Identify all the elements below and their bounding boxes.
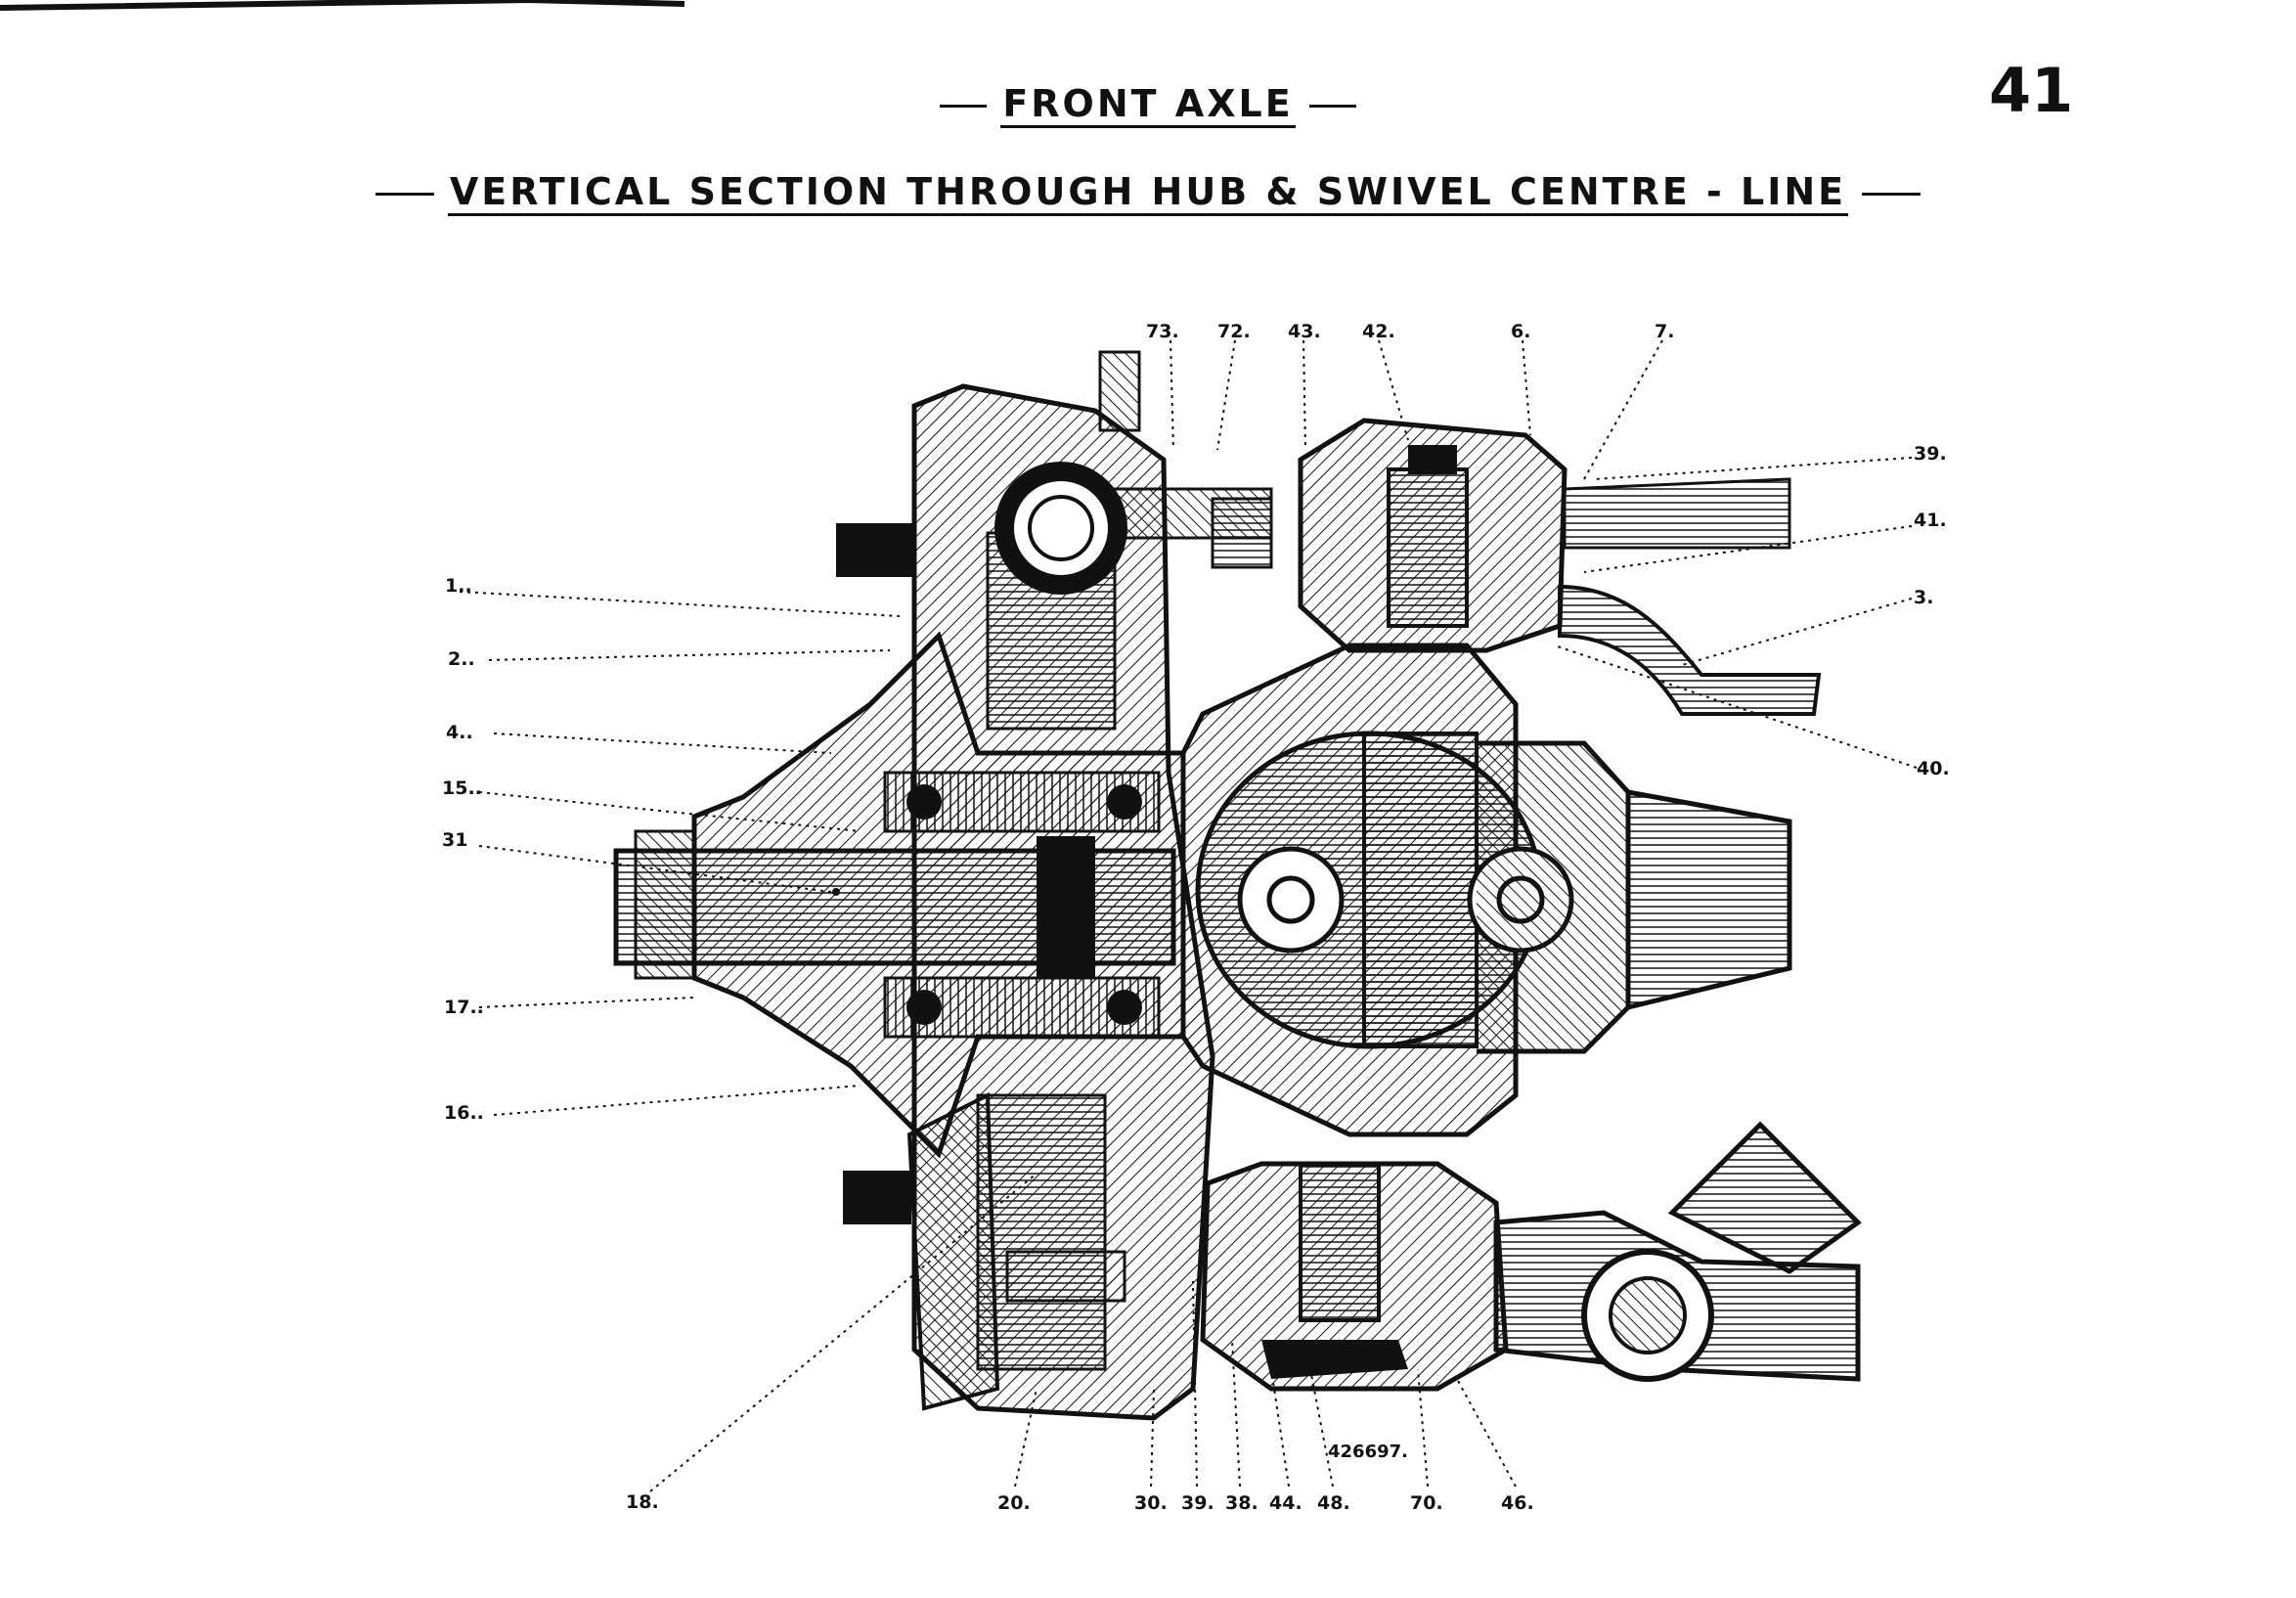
callout-16: 16.. xyxy=(444,1102,484,1124)
callout-30: 30. xyxy=(1134,1492,1168,1514)
callout-39-right: 39. xyxy=(1914,443,1947,465)
scan-edge-mark xyxy=(0,0,685,11)
callout-1: 1.. xyxy=(445,575,472,597)
callout-18: 18. xyxy=(626,1491,659,1513)
callout-20: 20. xyxy=(997,1492,1031,1514)
universal-joint xyxy=(1195,731,1631,1054)
page-number: 41 xyxy=(1989,55,2074,126)
callout-2: 2.. xyxy=(448,648,475,670)
callout-41: 41. xyxy=(1914,510,1947,531)
hub-bearing xyxy=(883,771,1161,1039)
upper-swivel-pin xyxy=(1298,418,1567,653)
callout-72: 72. xyxy=(1217,321,1251,342)
title-text: FRONT AXLE xyxy=(1000,82,1296,128)
part-number-stamp: 426697. xyxy=(1328,1442,1408,1462)
callout-73: 73. xyxy=(1146,321,1179,342)
callout-43: 43. xyxy=(1288,321,1321,342)
callout-7: 7. xyxy=(1655,321,1674,342)
callout-46: 46. xyxy=(1501,1492,1534,1514)
callout-15: 15.. xyxy=(442,777,482,799)
callout-48: 48. xyxy=(1317,1492,1350,1514)
callout-17: 17.. xyxy=(444,997,484,1018)
callout-4: 4.. xyxy=(446,722,473,743)
callout-42: 42. xyxy=(1362,321,1395,342)
wheel-stud xyxy=(836,523,914,1224)
axle-shaft xyxy=(613,829,1176,980)
callout-31: 31 xyxy=(442,829,467,851)
callout-44: 44. xyxy=(1269,1492,1303,1514)
subtitle-text: VERTICAL SECTION THROUGH HUB & SWIVEL CE… xyxy=(447,170,1849,216)
callout-40: 40. xyxy=(1917,758,1950,779)
callout-70: 70. xyxy=(1410,1492,1443,1514)
page-subtitle: VERTICAL SECTION THROUGH HUB & SWIVEL CE… xyxy=(0,170,2296,216)
axle-tube xyxy=(1625,789,1792,1011)
steering-arm-eye xyxy=(994,462,1273,595)
callout-39-bottom: 39. xyxy=(1181,1492,1214,1514)
page-title: FRONT AXLE xyxy=(0,82,2296,128)
lower-swivel-pin xyxy=(1200,1161,1509,1392)
callout-6: 6. xyxy=(1511,321,1530,342)
brake-pipe xyxy=(1558,477,1822,716)
brake-backplate xyxy=(906,1091,1126,1411)
callout-group: 1.. 2.. 4.. 15.. 31 17.. 16.. 18. 73. 72… xyxy=(442,321,1950,1514)
callout-3: 3. xyxy=(1914,587,1933,608)
track-rod-arm xyxy=(1493,1121,1862,1382)
callout-38: 38. xyxy=(1225,1492,1258,1514)
